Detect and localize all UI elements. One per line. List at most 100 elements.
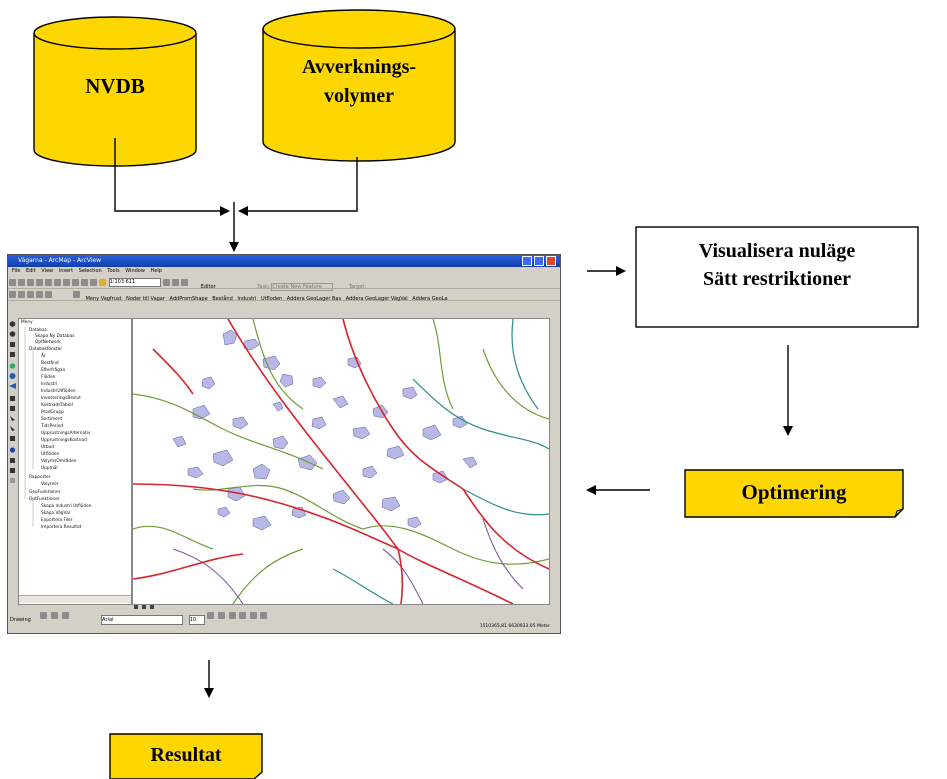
tree-item[interactable]: GeoFunktioner <box>29 490 61 495</box>
new-icon[interactable] <box>9 279 16 286</box>
maximize-button[interactable] <box>534 256 544 266</box>
tree-item[interactable]: Sortiment <box>41 417 63 422</box>
line-color-icon[interactable] <box>260 612 268 619</box>
chart-icon[interactable] <box>45 291 52 298</box>
layout-icon[interactable] <box>9 291 16 298</box>
toolbar-btn-geolager[interactable]: Addera GeoLa <box>412 296 448 302</box>
tree-item[interactable]: UpprustningsKostnad <box>41 438 87 443</box>
fill-color-icon[interactable] <box>249 612 257 619</box>
italic-icon[interactable] <box>217 612 225 619</box>
tree-item[interactable]: InvesteringsBeslut <box>41 396 81 401</box>
tree-item[interactable]: Volymer <box>41 482 59 487</box>
bold-icon[interactable] <box>207 612 215 619</box>
menu-view[interactable]: View <box>41 268 54 274</box>
nvdb-label: NVDB <box>85 74 145 98</box>
undo-icon[interactable] <box>81 279 88 286</box>
print-icon[interactable] <box>36 279 43 286</box>
tree-item[interactable]: IndustriUtflöden <box>41 389 76 394</box>
resultat-label: Resultat <box>150 744 222 766</box>
select-icon[interactable] <box>40 612 48 619</box>
add-data-icon[interactable] <box>99 279 106 286</box>
table-icon[interactable] <box>36 291 43 298</box>
tree-item[interactable]: OptNetwork <box>35 340 61 345</box>
tree-item[interactable]: UpprustningsAlternativ <box>41 431 91 436</box>
grid-icon[interactable] <box>27 291 34 298</box>
refresh-icon[interactable] <box>18 291 25 298</box>
menu-insert[interactable]: Insert <box>58 268 74 274</box>
minimize-button[interactable] <box>522 256 532 266</box>
status-bar: 1510365,81 6630933,05 Meter <box>8 622 560 632</box>
editor-icon[interactable] <box>163 279 171 286</box>
tree-item[interactable]: VolymsOmråden <box>41 459 77 464</box>
toolbar-btn-geolager-vagval[interactable]: Addera GeoLager VägVal <box>345 296 408 302</box>
editor-menu[interactable]: Editor <box>200 284 216 290</box>
cut-icon[interactable] <box>45 279 52 286</box>
arrow-to-visualisera <box>587 266 626 276</box>
tree-item[interactable]: Databas <box>29 328 47 333</box>
tree-item[interactable]: Importera Resultat <box>41 525 82 530</box>
save-icon[interactable] <box>27 279 34 286</box>
text-icon[interactable] <box>61 612 69 619</box>
menu-edit[interactable]: Edit <box>25 268 36 274</box>
menu-help[interactable]: Help <box>150 268 162 274</box>
whats-this-icon[interactable] <box>181 279 189 286</box>
visualisera-label-line2: Sätt restriktioner <box>703 268 851 290</box>
toolbar-btn-meny[interactable]: Meny Vagfrust <box>85 296 122 302</box>
redo-icon[interactable] <box>90 279 97 286</box>
underline-icon[interactable] <box>228 612 236 619</box>
toolbar-btn-industri[interactable]: Industri <box>237 296 257 302</box>
arctoolbox-icon[interactable] <box>172 279 180 286</box>
visualisera-label-line1: Visualisera nuläge <box>698 240 856 262</box>
tree-item[interactable]: Skapa Ny Databas <box>35 334 75 339</box>
tree-item[interactable]: Uppmäl <box>41 466 58 471</box>
tree-item[interactable]: Flöden <box>41 375 56 380</box>
toolbar-btn-bestand[interactable]: Bestånd <box>212 296 233 302</box>
close-button[interactable] <box>546 256 556 266</box>
tree-item[interactable]: OptFunktioner <box>29 497 60 502</box>
font-color-icon[interactable] <box>239 612 247 619</box>
menu-window[interactable]: Window <box>125 268 145 274</box>
toc-scrollbar[interactable] <box>19 595 131 603</box>
menu-file[interactable]: File <box>12 268 21 274</box>
tree-item[interactable]: Skapa VägVal <box>41 511 70 516</box>
tree-item[interactable]: Efterfrågan <box>41 368 66 373</box>
tree-item[interactable]: ProdGrupp <box>41 410 64 415</box>
tree-item[interactable]: Exportera Filer <box>41 518 73 523</box>
menu-selection[interactable]: Selection <box>78 268 102 274</box>
tree-item[interactable]: Bestånd <box>41 361 59 366</box>
tree-item[interactable]: Utbud <box>41 445 55 450</box>
menu-tools[interactable]: Tools <box>107 268 120 274</box>
visualisera-box <box>635 226 919 328</box>
coordinate-readout: 1510365,81 6630933,05 Meter <box>479 624 550 629</box>
tree-item[interactable]: Meny <box>21 320 33 325</box>
tree-item[interactable]: TidsPeriod <box>41 424 64 429</box>
map-view[interactable] <box>132 318 550 605</box>
menu-tree-panel: Meny Databas Skapa Ny Databas OptNetwork… <box>18 318 132 605</box>
tool-icons[interactable] <box>8 318 17 548</box>
view-tabs[interactable] <box>132 604 192 610</box>
tree-item[interactable]: Utflöden <box>41 452 60 457</box>
road-network-map[interactable] <box>133 319 549 604</box>
tree-item[interactable]: Databasfönster <box>29 347 63 352</box>
tree-item[interactable]: Skapa Industri Utflöden <box>41 504 92 509</box>
forest-stands <box>172 329 478 531</box>
printer-icon[interactable] <box>73 291 80 298</box>
delete-icon[interactable] <box>72 279 79 286</box>
tree-item[interactable]: Industri <box>41 382 58 387</box>
tree-item[interactable]: År <box>41 354 46 359</box>
drawing-menu[interactable]: Drawing <box>10 617 31 623</box>
paste-icon[interactable] <box>63 279 70 286</box>
arcmap-screenshot: Vägarna - ArcMap - ArcView File Edit Vie… <box>7 254 561 634</box>
toolbar-btn-addprom[interactable]: AddPromShape <box>169 296 208 302</box>
toolbar-btn-noder[interactable]: Noder till Vagar <box>126 296 165 302</box>
open-icon[interactable] <box>18 279 25 286</box>
tree-item[interactable]: Rapporter <box>29 475 51 480</box>
toolbar-btn-geolager-bas[interactable]: Addera GeoLager Bas <box>286 296 342 302</box>
copy-icon[interactable] <box>54 279 61 286</box>
tree-item[interactable]: KostnadsTabell <box>41 403 73 408</box>
scale-field[interactable]: 1:103 611 <box>108 278 161 287</box>
rectangle-icon[interactable] <box>50 612 58 619</box>
menu-bar: File Edit View Insert Selection Tools Wi… <box>8 267 560 276</box>
toolbar-btn-utfloden[interactable]: Utfloden <box>260 296 283 302</box>
